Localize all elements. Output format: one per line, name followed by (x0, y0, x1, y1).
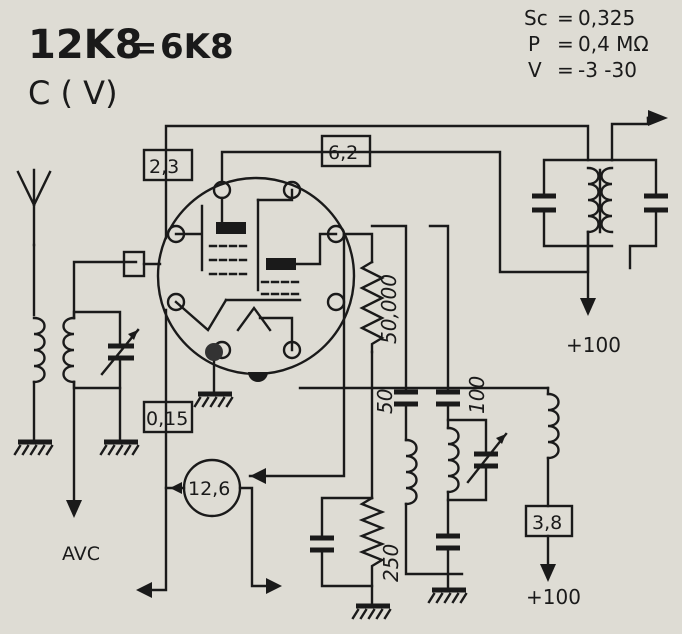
cap50-label: 50 (373, 389, 397, 414)
plus100-bottom-arrow-icon (540, 564, 556, 582)
avc-arrow-icon (66, 500, 82, 518)
plus100-bottom-label: +100 (526, 585, 581, 609)
ground-icon-grid (99, 439, 140, 456)
grid-lead (72, 260, 138, 320)
capacitor-50 (394, 389, 418, 407)
param-sc-label: Sc (524, 6, 548, 30)
param-sc-eq: = (557, 6, 574, 30)
ground-icon-cathode (351, 603, 392, 620)
heater-left-arrow-icon (170, 482, 182, 494)
tube-key (248, 372, 268, 382)
coil-bottom-leads (404, 490, 464, 576)
cathode-bypass-leads (320, 496, 374, 588)
title-equals: = (132, 31, 157, 66)
heater-right-arrow-icon (266, 578, 282, 594)
coil-leads (404, 402, 450, 442)
resistor-250 (358, 496, 386, 606)
if-transformer (532, 158, 668, 302)
osc-coil-left (404, 438, 418, 506)
resistor-50000 (359, 260, 385, 354)
plus100-top-label: +100 (566, 333, 621, 357)
top-cap (122, 250, 146, 278)
ground-icon-antenna (13, 439, 54, 456)
plus100-top-arrow-icon (580, 298, 596, 316)
resistor-250-label: 250 (379, 544, 403, 582)
osc-anode-coil (546, 392, 560, 460)
heater-voltage-label: 12,6 (188, 478, 230, 500)
tube-title: 12K8 (28, 22, 143, 68)
resistor-50000-label: 50,000 (377, 274, 401, 344)
cathode-voltage-label: 0,15 (146, 408, 188, 430)
ground-icon-heater (193, 391, 234, 408)
tube-subtitle: C ( V) (28, 74, 118, 112)
tube-envelope (156, 176, 356, 376)
grid-coil (62, 316, 76, 384)
cathode-voltage-box (142, 400, 194, 434)
osc-coil-right (446, 426, 460, 494)
tube-electrodes (174, 188, 338, 352)
cap50-top-lead (370, 224, 408, 394)
if-output-lead (610, 116, 650, 162)
variable-capacitor-grid (100, 328, 140, 376)
screen-voltage-box (142, 148, 194, 182)
antenna-coil (32, 316, 46, 384)
avc-label: AVC (62, 543, 100, 565)
osc-grid-lead (342, 232, 374, 264)
capacitor-100 (436, 389, 460, 407)
tuning-cap-leads (72, 310, 122, 390)
cathode-arrow-icon (136, 582, 152, 598)
param-v-label: V (528, 58, 542, 82)
heater-pin (205, 343, 223, 361)
tube-pins (166, 180, 346, 360)
cap100-label: 100 (465, 376, 489, 414)
param-sc-value: 0,325 (578, 6, 635, 30)
variable-capacitor-osc (466, 432, 508, 484)
param-rho-eq: = (557, 32, 574, 56)
antenna-icon (16, 168, 52, 247)
feedback-arrow-icon (250, 468, 266, 484)
cap100-top-lead (428, 224, 450, 394)
capacitor-padder (436, 533, 460, 551)
cathode-bypass-capacitor (310, 535, 334, 553)
osc-feedback-line (248, 232, 346, 478)
cathode-line (144, 308, 168, 592)
ground-icon-osc (427, 587, 468, 604)
anode-voltage-label: 6,2 (328, 142, 358, 164)
tube-equivalent: 6K8 (160, 27, 234, 67)
screen-supply-line (164, 124, 590, 240)
osc-tuning-leads (446, 418, 488, 502)
param-rho-label: P (528, 32, 540, 56)
osc-voltage-label: 3,8 (532, 512, 562, 534)
param-v-value: -3 -30 (578, 58, 637, 82)
anode-voltage-box (320, 134, 372, 168)
screen-voltage-label: 2,3 (149, 156, 179, 178)
heater-right-lead (238, 486, 274, 588)
param-v-eq: = (557, 58, 574, 82)
param-rho-value: 0,4 MΩ (578, 32, 649, 56)
